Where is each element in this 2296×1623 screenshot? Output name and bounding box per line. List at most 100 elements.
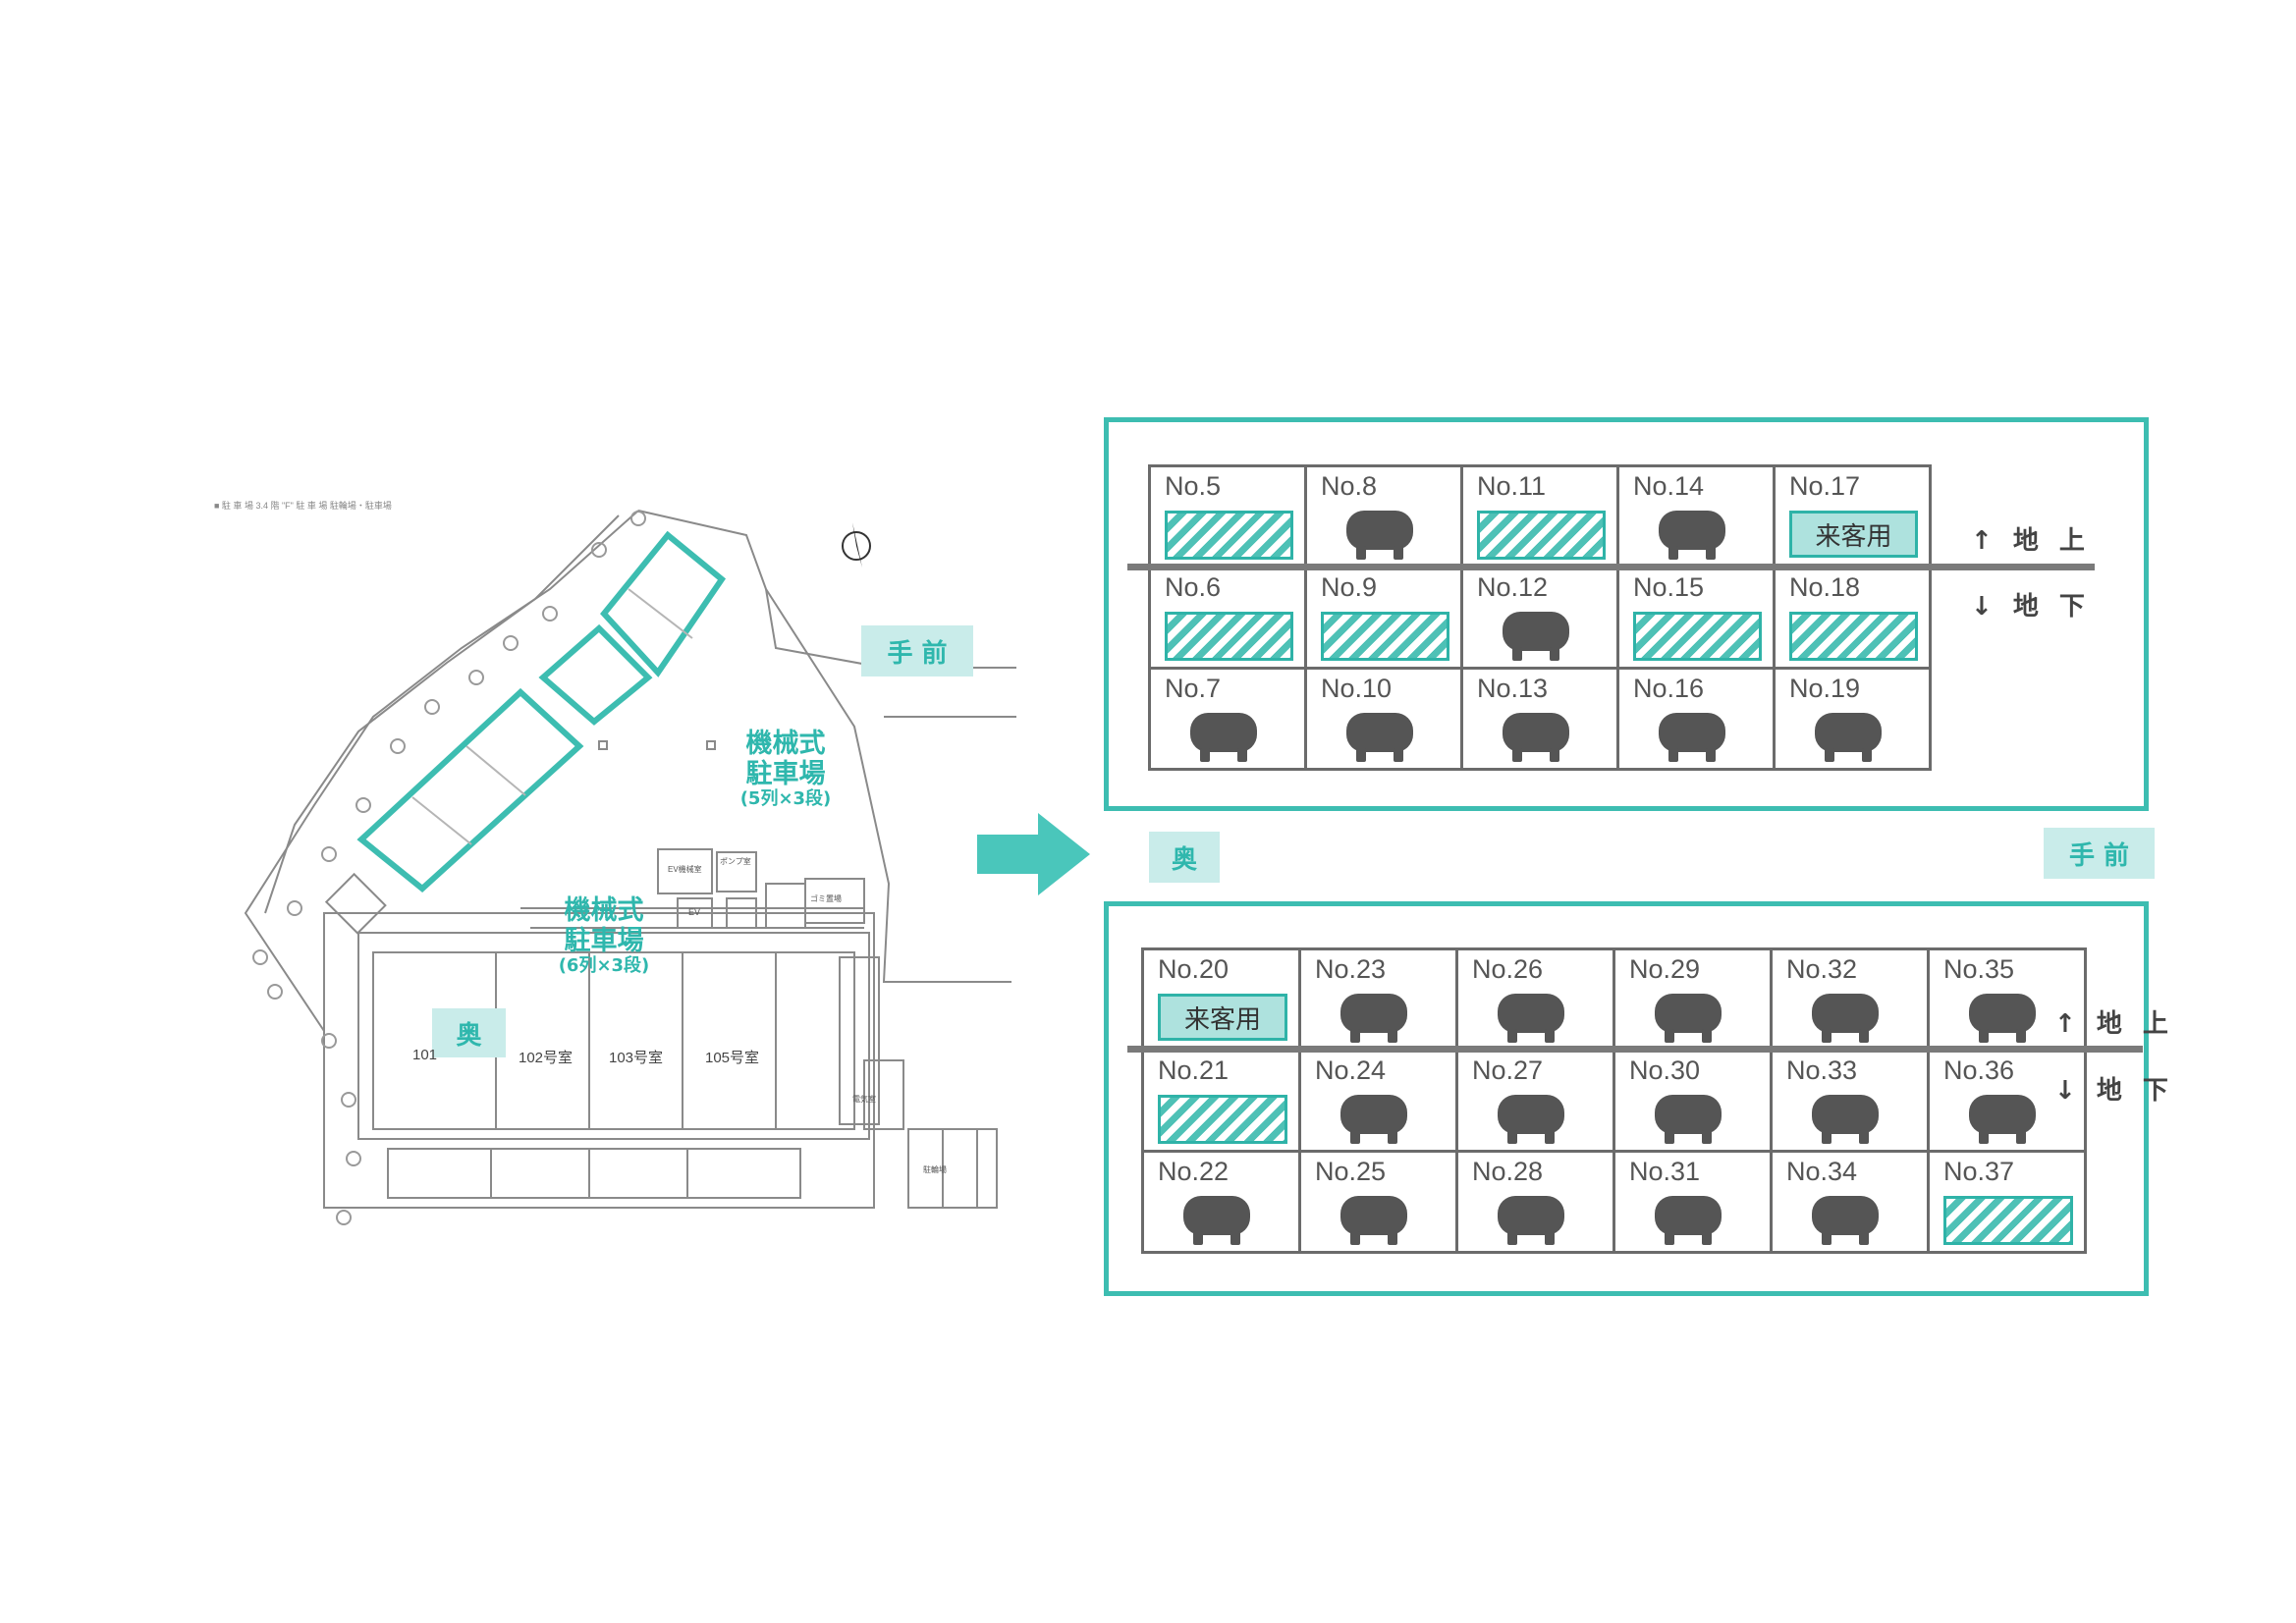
above-ground-label-top: ↑ 地 上 bbox=[1971, 526, 2091, 556]
mech-parking-label-a-line2: 駐車場 bbox=[745, 759, 826, 790]
level-divider-bottom bbox=[1127, 1046, 2143, 1053]
parking-slot: No.28 bbox=[1455, 1150, 1615, 1254]
vacant-slot-marker bbox=[1321, 612, 1449, 661]
slot-number: No.10 bbox=[1321, 674, 1393, 703]
room-label: 101 bbox=[412, 1047, 438, 1063]
slot-number: No.29 bbox=[1629, 954, 1701, 984]
slot-number: No.32 bbox=[1786, 954, 1858, 984]
parking-slot: No.35 bbox=[1927, 947, 2087, 1052]
car-icon bbox=[1498, 1095, 1564, 1144]
slot-number: No.33 bbox=[1786, 1055, 1858, 1085]
back-tag-plan: 奥 bbox=[432, 1008, 506, 1057]
right-arrow-icon bbox=[977, 813, 1090, 895]
parking-slot: No.32 bbox=[1770, 947, 1930, 1052]
slot-number: No.17 bbox=[1789, 471, 1861, 501]
car-icon bbox=[1183, 1196, 1250, 1245]
slot-number: No.12 bbox=[1477, 572, 1549, 602]
car-icon bbox=[1969, 1095, 2036, 1144]
slot-number: No.19 bbox=[1789, 674, 1861, 703]
car-icon bbox=[1346, 713, 1413, 762]
occupied-slot-car bbox=[1967, 992, 2038, 1050]
car-icon bbox=[1503, 713, 1569, 762]
occupied-slot-car bbox=[1501, 610, 1571, 668]
small-label: EV機械室 bbox=[668, 865, 702, 874]
parking-slot: No.12 bbox=[1460, 566, 1619, 670]
car-icon bbox=[1659, 511, 1725, 560]
parking-slot: No.22 bbox=[1141, 1150, 1301, 1254]
below-ground-label-top: ↓ 地 下 bbox=[1971, 592, 2091, 622]
occupied-slot-car bbox=[1813, 711, 1884, 769]
room-label: 102号室 bbox=[519, 1050, 574, 1066]
car-icon bbox=[1815, 713, 1882, 762]
parking-slot: No.9 bbox=[1304, 566, 1463, 670]
occupied-slot-car bbox=[1188, 711, 1259, 769]
occupied-slot-car bbox=[1339, 992, 1409, 1050]
slot-number: No.15 bbox=[1633, 572, 1705, 602]
parking-slot: No.13 bbox=[1460, 667, 1619, 771]
mech-parking-label-a-line1: 機械式 bbox=[745, 729, 826, 759]
slot-number: No.26 bbox=[1472, 954, 1544, 984]
slot-number: No.14 bbox=[1633, 471, 1705, 501]
below-ground-label-bottom: ↓ 地 下 bbox=[2054, 1076, 2174, 1106]
slot-number: No.9 bbox=[1321, 572, 1378, 602]
parking-slot: No.27 bbox=[1455, 1049, 1615, 1153]
occupied-slot-car bbox=[1496, 1093, 1566, 1151]
small-label: 駐輪場 bbox=[923, 1165, 947, 1174]
floorplan-header: ■ 駐 車 場 3.4 階 "F" 駐 車 場 駐輪場・駐車場 bbox=[214, 501, 392, 511]
vacant-slot-marker bbox=[1158, 1095, 1287, 1144]
grid-row: No.7 No.10 No.13 No.16 No.19 bbox=[1148, 667, 1932, 771]
slot-number: No.28 bbox=[1472, 1157, 1544, 1186]
small-label: EV bbox=[688, 907, 701, 917]
occupied-slot-car bbox=[1967, 1093, 2038, 1151]
slot-number: No.18 bbox=[1789, 572, 1861, 602]
guest-slot-badge: 来客用 bbox=[1789, 511, 1918, 558]
parking-slot: No.26 bbox=[1455, 947, 1615, 1052]
guest-slot-badge: 来客用 bbox=[1158, 994, 1287, 1041]
occupied-slot-car bbox=[1653, 1093, 1723, 1151]
slot-number: No.5 bbox=[1165, 471, 1222, 501]
occupied-slot-car bbox=[1339, 1194, 1409, 1252]
car-icon bbox=[1969, 994, 2036, 1043]
level-divider-top bbox=[1127, 564, 2095, 570]
occupied-slot-car bbox=[1344, 711, 1415, 769]
mech-parking-label-a: 機械式 駐車場 (5列×3段) bbox=[727, 729, 845, 810]
parking-slot: No.11 bbox=[1460, 464, 1619, 568]
parking-slot: No.33 bbox=[1770, 1049, 1930, 1153]
parking-panel-bottom bbox=[1104, 901, 2149, 1296]
parking-slot: No.15 bbox=[1616, 566, 1776, 670]
vacant-slot-marker bbox=[1633, 612, 1762, 661]
occupied-slot-car bbox=[1181, 1194, 1252, 1252]
occupied-slot-car bbox=[1810, 1093, 1881, 1151]
slot-number: No.21 bbox=[1158, 1055, 1230, 1085]
slot-number: No.27 bbox=[1472, 1055, 1544, 1085]
front-tag: 手 前 bbox=[2044, 828, 2155, 879]
slot-number: No.16 bbox=[1633, 674, 1705, 703]
parking-slot: No.10 bbox=[1304, 667, 1463, 771]
car-icon bbox=[1659, 713, 1725, 762]
room-label: 103号室 bbox=[609, 1050, 664, 1066]
room-label: 105号室 bbox=[705, 1050, 760, 1066]
occupied-slot-car bbox=[1653, 992, 1723, 1050]
car-icon bbox=[1503, 612, 1569, 661]
parking-slot: No.24 bbox=[1298, 1049, 1458, 1153]
occupied-slot-car bbox=[1344, 509, 1415, 567]
slot-number: No.7 bbox=[1165, 674, 1222, 703]
occupied-slot-car bbox=[1496, 992, 1566, 1050]
north-arrow-icon bbox=[842, 522, 871, 568]
slot-number: No.35 bbox=[1943, 954, 2015, 984]
occupied-slot-car bbox=[1496, 1194, 1566, 1252]
parking-slot: No.37 bbox=[1927, 1150, 2087, 1254]
parking-slot: No.5 bbox=[1148, 464, 1307, 568]
slot-number: No.22 bbox=[1158, 1157, 1230, 1186]
parking-slot: No.25 bbox=[1298, 1150, 1458, 1254]
car-icon bbox=[1498, 994, 1564, 1043]
parking-slot: No.19 bbox=[1773, 667, 1932, 771]
slot-number: No.24 bbox=[1315, 1055, 1387, 1085]
vacant-slot-marker bbox=[1165, 612, 1293, 661]
parking-slot: No.16 bbox=[1616, 667, 1776, 771]
occupied-slot-car bbox=[1653, 1194, 1723, 1252]
parking-slot: No.6 bbox=[1148, 566, 1307, 670]
slot-number: No.36 bbox=[1943, 1055, 2015, 1085]
